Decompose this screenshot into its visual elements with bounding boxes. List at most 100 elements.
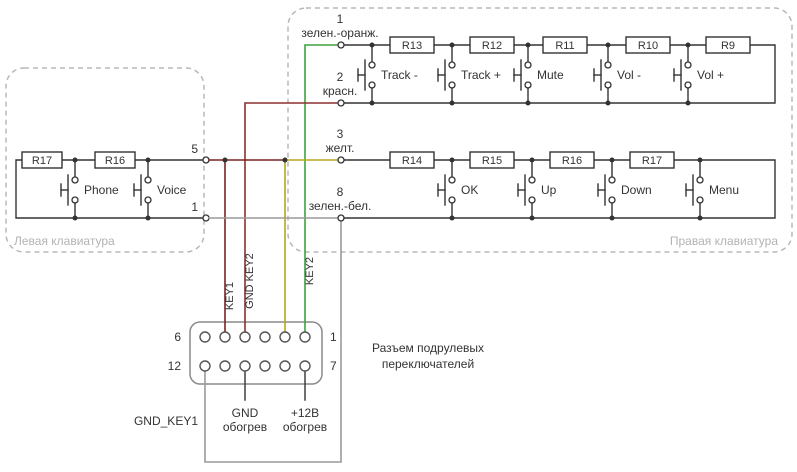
wire8-color-name: зелен.-бел. xyxy=(309,199,372,213)
resistor-r13-box xyxy=(389,36,435,54)
connector-pin-4 xyxy=(239,331,251,343)
wire-gnd-key1-loop xyxy=(204,220,342,463)
connector-pin-2 xyxy=(279,331,291,343)
button-track-plus-symbol xyxy=(437,41,456,107)
resistor-r10-label: R10 xyxy=(638,40,658,52)
resistor-r16-box xyxy=(549,151,595,169)
gnd-heater-label-line2: обогрев xyxy=(223,420,267,434)
terminal-wire8 xyxy=(337,214,345,222)
button-ok-symbol xyxy=(437,156,456,222)
resistor-r14-label: R14 xyxy=(402,155,422,167)
button-vol-plus-symbol xyxy=(673,41,692,107)
button-menu-label: Menu xyxy=(709,183,739,197)
junction-dot xyxy=(282,157,288,163)
button-phone-label: Phone xyxy=(84,183,119,197)
resistor-r17-label: R17 xyxy=(642,155,662,167)
wire2-color-name: красн. xyxy=(323,84,358,98)
connector-caption-line1: Разъем подрулевых xyxy=(372,341,484,355)
resistor-r10-box xyxy=(625,36,671,54)
right-keyboard-outline xyxy=(287,7,793,253)
button-ok-label: OK xyxy=(461,183,478,197)
gnd-key1-label: GND_KEY1 xyxy=(134,414,198,428)
button-mute-label: Mute xyxy=(537,68,564,82)
button-vol-plus-label: Vol + xyxy=(697,68,724,82)
wire1-color-name: зелен.-оранж. xyxy=(301,26,378,40)
resistor-r14-box xyxy=(389,151,435,169)
terminal-wire2 xyxy=(337,99,345,107)
connector-body xyxy=(189,321,323,385)
resistor-r15-box xyxy=(469,151,515,169)
resistor-lk-r16-label: R16 xyxy=(105,155,125,167)
connector-pin-11 xyxy=(219,360,231,372)
button-phone-symbol xyxy=(60,156,79,222)
button-voice-symbol xyxy=(133,156,152,222)
resistor-r15-label: R15 xyxy=(482,155,502,167)
resistor-r9-box xyxy=(705,36,751,54)
heater-stubs xyxy=(244,370,306,401)
left-keyboard: R17 R16 Phone Voice 5 1 Левая клавиатура xyxy=(5,67,210,253)
terminal-wire3 xyxy=(337,156,345,164)
gnd-heater-label-line1: GND xyxy=(232,406,259,420)
pin-number-top-left: 6 xyxy=(174,330,181,344)
pin-number-top-right: 1 xyxy=(330,330,337,344)
wire1-number: 1 xyxy=(337,12,344,26)
resistor-lk-r16-box xyxy=(94,151,136,169)
connector-pin-3 xyxy=(259,331,271,343)
right-keyboard: 1 зелен.-оранж. 2 красн. 3 желт. 8 зелен… xyxy=(287,7,793,253)
plus12v-heater-label-line1: +12В xyxy=(291,406,319,420)
resistor-r12-box xyxy=(469,36,515,54)
pin-number-bottom-left: 12 xyxy=(168,359,182,373)
resistor-r12-label: R12 xyxy=(482,40,502,52)
resistor-r13-label: R13 xyxy=(402,40,422,52)
junction-dot xyxy=(222,157,228,163)
pin-number-bottom-right: 7 xyxy=(330,359,337,373)
button-track-minus-symbol xyxy=(357,41,376,107)
connector: 6 1 12 7 Разъем подрулевых переключателе… xyxy=(134,330,484,434)
terminal-wire1 xyxy=(337,41,345,49)
button-up-symbol xyxy=(517,156,536,222)
connector-caption-line2: переключателей xyxy=(382,357,474,371)
resistor-lk-r17-label: R17 xyxy=(32,155,52,167)
resistor-r11-box xyxy=(542,36,588,54)
button-vol-minus-label: Vol - xyxy=(617,68,641,82)
wire3-color-name: желт. xyxy=(326,141,355,155)
left-keyboard-pin-top-label: 5 xyxy=(191,142,198,156)
resistor-lk-r17-box xyxy=(21,151,63,169)
connector-pin-9 xyxy=(259,360,271,372)
connector-pin-10 xyxy=(239,360,251,372)
wire-label-key1: KEY1 xyxy=(224,282,236,310)
wire-label-gnd-key2: GND KEY2 xyxy=(244,253,256,309)
plus12v-heater-label-line2: обогрев xyxy=(283,420,327,434)
button-menu-symbol xyxy=(685,156,704,222)
button-vol-minus-symbol xyxy=(593,41,612,107)
button-track-plus-label: Track + xyxy=(461,68,501,82)
connector-pin-7 xyxy=(299,360,311,372)
button-down-symbol xyxy=(597,156,616,222)
connector-pin-6 xyxy=(199,331,211,343)
left-keyboard-terminal-top xyxy=(202,156,210,164)
button-voice-label: Voice xyxy=(157,183,187,197)
left-keyboard-pin-bottom-label: 1 xyxy=(191,200,198,214)
button-mute-symbol xyxy=(513,41,532,107)
harness: KEY1 GND KEY2 KEY2 xyxy=(204,44,342,463)
resistor-r11-label: R11 xyxy=(555,40,574,52)
resistor-r17-box xyxy=(629,151,675,169)
button-down-label: Down xyxy=(621,183,652,197)
wire3-number: 3 xyxy=(337,127,344,141)
button-up-label: Up xyxy=(541,183,557,197)
button-track-minus-label: Track - xyxy=(381,68,418,82)
resistor-r16-label: R16 xyxy=(562,155,582,167)
wire8-number: 8 xyxy=(337,185,344,199)
resistor-r9-label: R9 xyxy=(721,40,735,52)
wire-yellow xyxy=(284,159,339,333)
wire-maroon-key1 xyxy=(208,159,286,333)
wire-red-gnd-key2 xyxy=(244,102,339,333)
connector-pin-12 xyxy=(199,360,211,372)
left-keyboard-terminal-bottom xyxy=(202,214,210,222)
right-keyboard-caption: Правая клавиатура xyxy=(670,234,778,248)
connector-pin-5 xyxy=(219,331,231,343)
connector-pin-1 xyxy=(299,331,311,343)
connector-pin-8 xyxy=(279,360,291,372)
